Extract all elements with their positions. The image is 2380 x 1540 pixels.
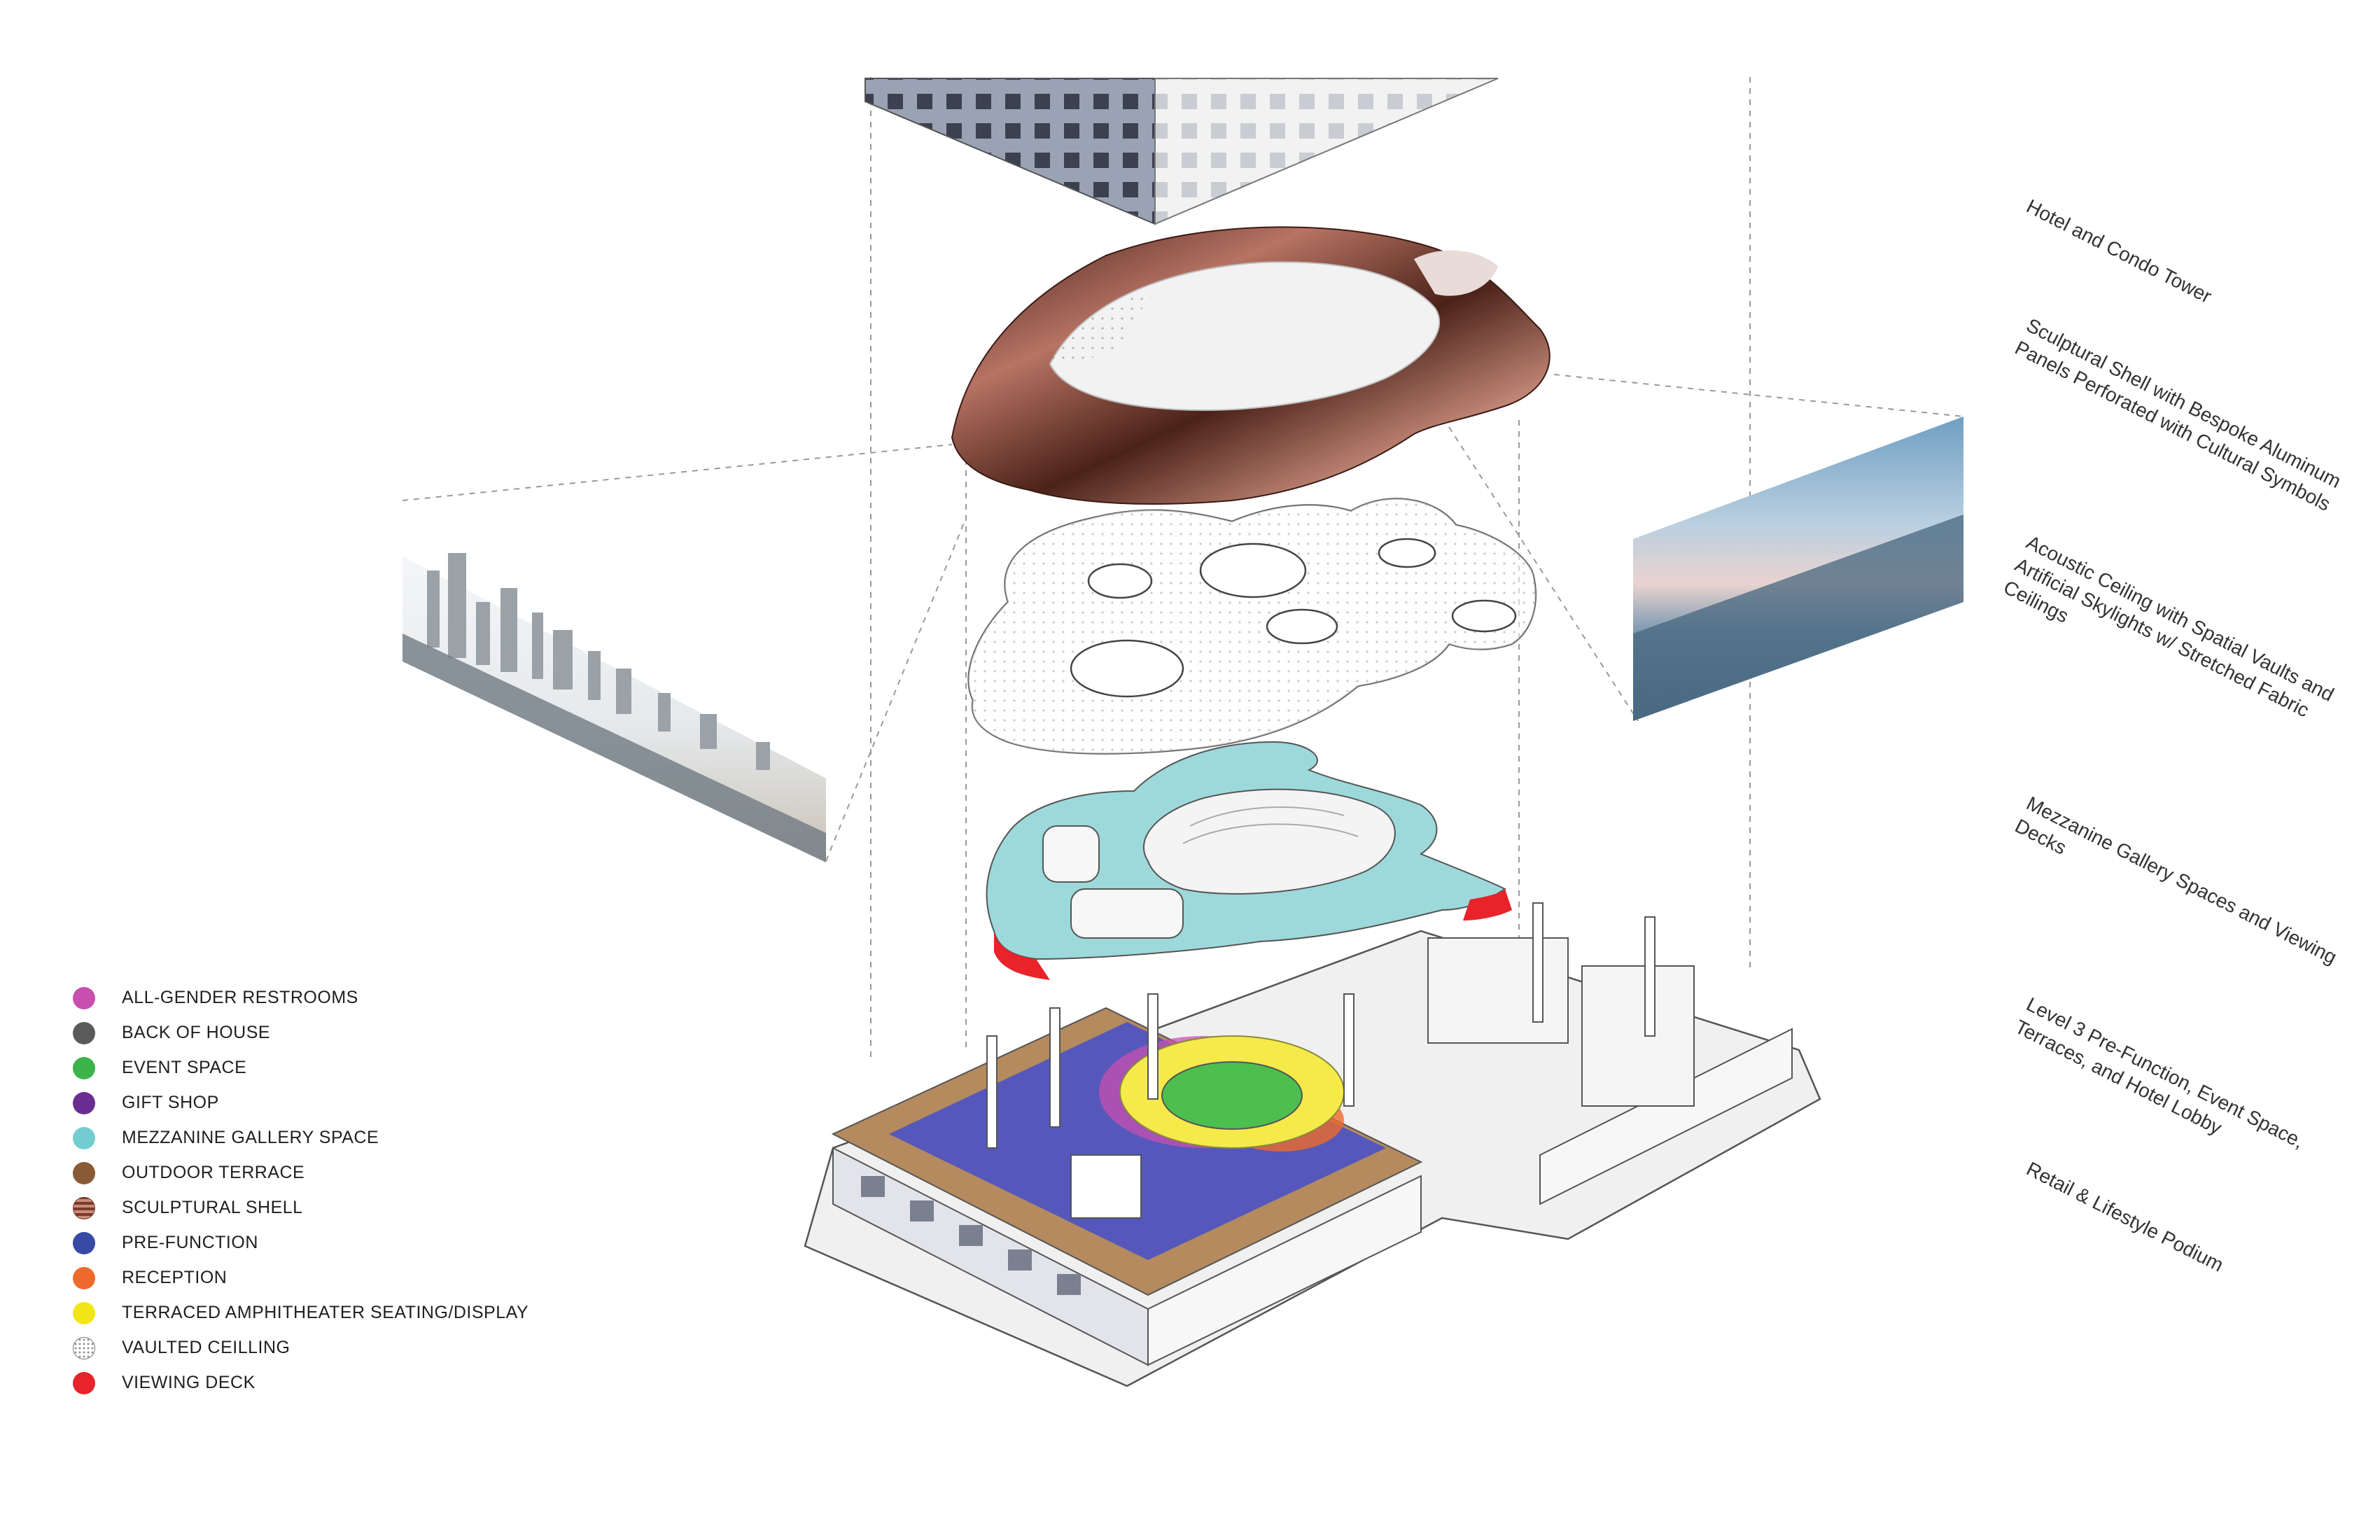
legend-label: GIFT SHOP xyxy=(122,1093,219,1112)
legend-item-outdoor-terrace: OUTDOOR TERRACE xyxy=(73,1155,619,1190)
sculptural-shell xyxy=(951,226,1550,505)
green-circle-icon xyxy=(73,1057,95,1079)
city-horizon-view-image xyxy=(1633,416,1963,721)
legend-label: EVENT SPACE xyxy=(122,1058,247,1077)
legend-item-terraced-amphitheater: TERRACED AMPHITHEATER SEATING/DISPLAY xyxy=(73,1295,619,1330)
legend-item-event-space: EVENT SPACE xyxy=(73,1050,619,1085)
legend-label: VAULTED CEILLING xyxy=(122,1338,290,1357)
legend-item-mezzanine-gallery-space: MEZZANINE GALLERY SPACE xyxy=(73,1120,619,1155)
legend-item-gift-shop: GIFT SHOP xyxy=(73,1085,619,1120)
level-3-floor-plate xyxy=(831,902,1695,1296)
legend-label: SCULPTURAL SHELL xyxy=(122,1198,303,1217)
striped-copper-circle-icon xyxy=(73,1197,95,1219)
magenta-circle-icon xyxy=(73,987,95,1009)
legend-label: RECEPTION xyxy=(122,1268,227,1287)
legend: ALL-GENDER RESTROOMS BACK OF HOUSE EVENT… xyxy=(73,980,619,1400)
purple-circle-icon xyxy=(73,1092,95,1114)
legend-item-sculptural-shell: SCULPTURAL SHELL xyxy=(73,1190,619,1225)
city-skyline-view-image xyxy=(402,553,826,862)
legend-label: VIEWING DECK xyxy=(122,1373,255,1392)
legend-item-pre-function: PRE-FUNCTION xyxy=(73,1225,619,1260)
legend-item-vaulted-ceiling: VAULTED CEILLING xyxy=(73,1330,619,1365)
blue-circle-icon xyxy=(73,1232,95,1254)
hotel-condo-tower xyxy=(864,78,1499,225)
legend-item-viewing-deck: VIEWING DECK xyxy=(73,1365,619,1400)
mezzanine-gallery-level xyxy=(986,741,1512,980)
red-circle-icon xyxy=(73,1372,95,1394)
gray-circle-icon xyxy=(73,1022,95,1044)
yellow-circle-icon xyxy=(73,1302,95,1324)
dotted-circle-icon xyxy=(73,1337,95,1359)
legend-label: ALL-GENDER RESTROOMS xyxy=(122,988,358,1007)
brown-circle-icon xyxy=(73,1162,95,1184)
legend-label: TERRACED AMPHITHEATER SEATING/DISPLAY xyxy=(122,1303,529,1322)
legend-label: MEZZANINE GALLERY SPACE xyxy=(122,1128,379,1147)
legend-item-reception: RECEPTION xyxy=(73,1260,619,1295)
legend-item-all-gender-restrooms: ALL-GENDER RESTROOMS xyxy=(73,980,619,1015)
legend-label: OUTDOOR TERRACE xyxy=(122,1163,305,1182)
legend-label: BACK OF HOUSE xyxy=(122,1023,271,1042)
teal-circle-icon xyxy=(73,1127,95,1149)
orange-circle-icon xyxy=(73,1267,95,1289)
legend-label: PRE-FUNCTION xyxy=(122,1233,258,1252)
acoustic-vaulted-ceiling xyxy=(967,498,1536,755)
legend-item-back-of-house: BACK OF HOUSE xyxy=(73,1015,619,1050)
